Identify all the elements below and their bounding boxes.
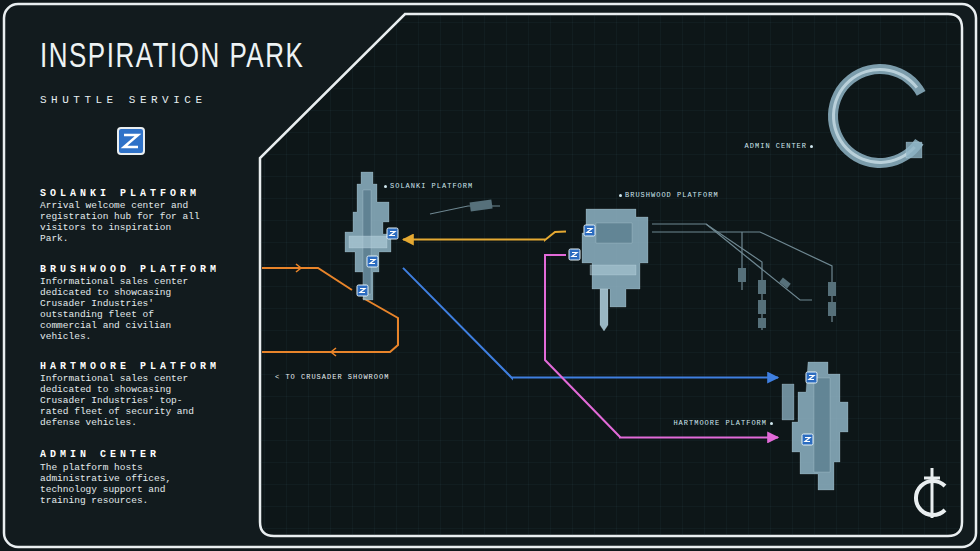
showroom-route — [262, 268, 398, 352]
shuttle-stop-icon — [357, 285, 368, 296]
label-dot — [384, 185, 387, 188]
map-panel — [260, 14, 962, 536]
section-heading: BRUSHWOOD PLATFORM — [40, 264, 220, 275]
shuttle-stop-icon — [569, 249, 580, 260]
label-dot — [810, 145, 813, 148]
shuttle-route — [403, 232, 566, 240]
shuttle-route — [403, 268, 778, 378]
section-heading: HARTMOORE PLATFORM — [40, 361, 220, 372]
page-title: INSPIRATION PARK — [40, 36, 304, 74]
route-note: < TO CRUSADER SHOWROOM — [275, 373, 389, 381]
outer-frame — [4, 4, 976, 547]
platform-structure — [343, 172, 403, 307]
track-blocks — [470, 200, 836, 328]
shuttle-stop-icon — [387, 228, 398, 239]
platform-structure — [566, 203, 652, 333]
shuttle-route — [545, 255, 778, 437]
map-grid — [260, 14, 962, 536]
shuttle-stop-icon — [802, 434, 813, 445]
platform-name: SOLANKI PLATFORM — [390, 182, 473, 191]
section-body: Informational sales center dedicated to … — [40, 373, 202, 428]
platform-node: ADMIN CENTER — [818, 62, 948, 170]
section-body: Arrival welcome center and registration … — [40, 200, 202, 244]
shuttle-stop-icon — [367, 256, 378, 267]
route-chevrons — [296, 264, 336, 356]
label-dot — [619, 194, 622, 197]
platform-node: SOLANKI PLATFORM — [343, 172, 403, 307]
platform-name: ADMIN CENTER — [745, 142, 807, 151]
platform-node: HARTMOORE PLATFORM — [778, 362, 850, 492]
label-dot — [770, 422, 773, 425]
platform-name: HARTMOORE PLATFORM — [673, 419, 767, 428]
platform-name: BRUSHWOOD PLATFORM — [625, 191, 719, 200]
platform-node: BRUSHWOOD PLATFORM — [566, 203, 652, 333]
subtitle: SHUTTLE SERVICE — [40, 94, 207, 106]
crusader-logo — [916, 468, 945, 518]
platform-structure — [818, 62, 948, 170]
section-heading: SOLANKI PLATFORM — [40, 188, 200, 199]
platform-structure — [778, 362, 850, 492]
shuttle-icon — [118, 128, 144, 154]
section-body: Informational sales center dedicated to … — [40, 276, 202, 342]
shuttle-stop-icon — [584, 225, 595, 236]
section-heading: ADMIN CENTER — [40, 449, 160, 460]
track-structures — [430, 206, 832, 330]
section-body: The platform hosts administrative office… — [40, 462, 202, 506]
shuttle-stop-icon — [806, 372, 817, 383]
